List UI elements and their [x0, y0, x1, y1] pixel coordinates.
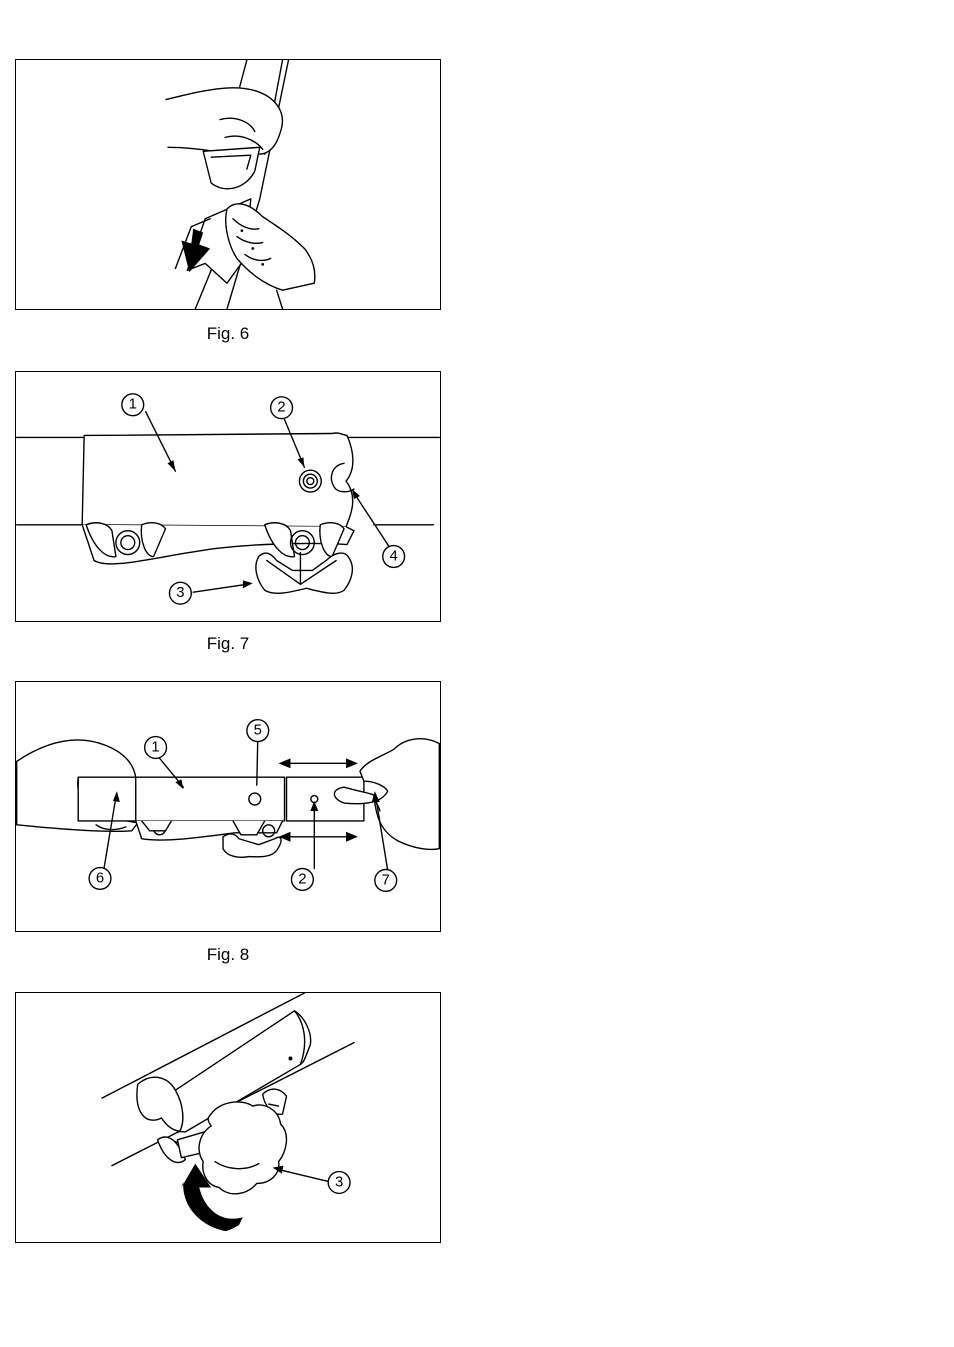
figure-8-callouts: 1 5 6 2 7 — [16, 682, 440, 931]
callout-1: 1 — [145, 737, 167, 759]
svg-text:2: 2 — [277, 400, 285, 416]
svg-text:3: 3 — [335, 1174, 343, 1190]
figure-7-callouts: 1 2 3 4 — [16, 372, 440, 621]
callout-2: 2 — [291, 869, 313, 891]
callout-4: 4 — [383, 546, 405, 568]
svg-text:6: 6 — [96, 870, 104, 886]
figure-knob-tightening-illustration: 3 — [15, 992, 441, 1243]
svg-text:1: 1 — [151, 739, 159, 755]
figure-8-caption: Fig. 8 — [15, 945, 441, 965]
callout-1: 1 — [122, 394, 144, 416]
figure-knob-callouts: 3 — [16, 993, 440, 1242]
callout-6: 6 — [89, 868, 111, 890]
figure-8-illustration: 1 5 6 2 7 — [15, 681, 441, 932]
figure-7-illustration: 1 2 3 4 — [15, 371, 441, 622]
svg-text:4: 4 — [390, 549, 398, 565]
svg-text:3: 3 — [176, 585, 184, 601]
figure-6-caption: Fig. 6 — [15, 324, 441, 344]
callout-7: 7 — [375, 869, 397, 891]
callout-2: 2 — [271, 397, 293, 419]
svg-text:7: 7 — [382, 872, 390, 888]
svg-text:1: 1 — [129, 397, 137, 413]
svg-text:5: 5 — [254, 723, 262, 739]
callout-3: 3 — [328, 1172, 350, 1194]
callout-5: 5 — [247, 720, 269, 742]
figure-6-illustration — [15, 59, 441, 310]
figure-7-caption: Fig. 7 — [15, 634, 441, 654]
hands-removing-cover-drawing — [16, 60, 440, 309]
callout-3: 3 — [169, 582, 191, 604]
svg-text:2: 2 — [298, 871, 306, 887]
